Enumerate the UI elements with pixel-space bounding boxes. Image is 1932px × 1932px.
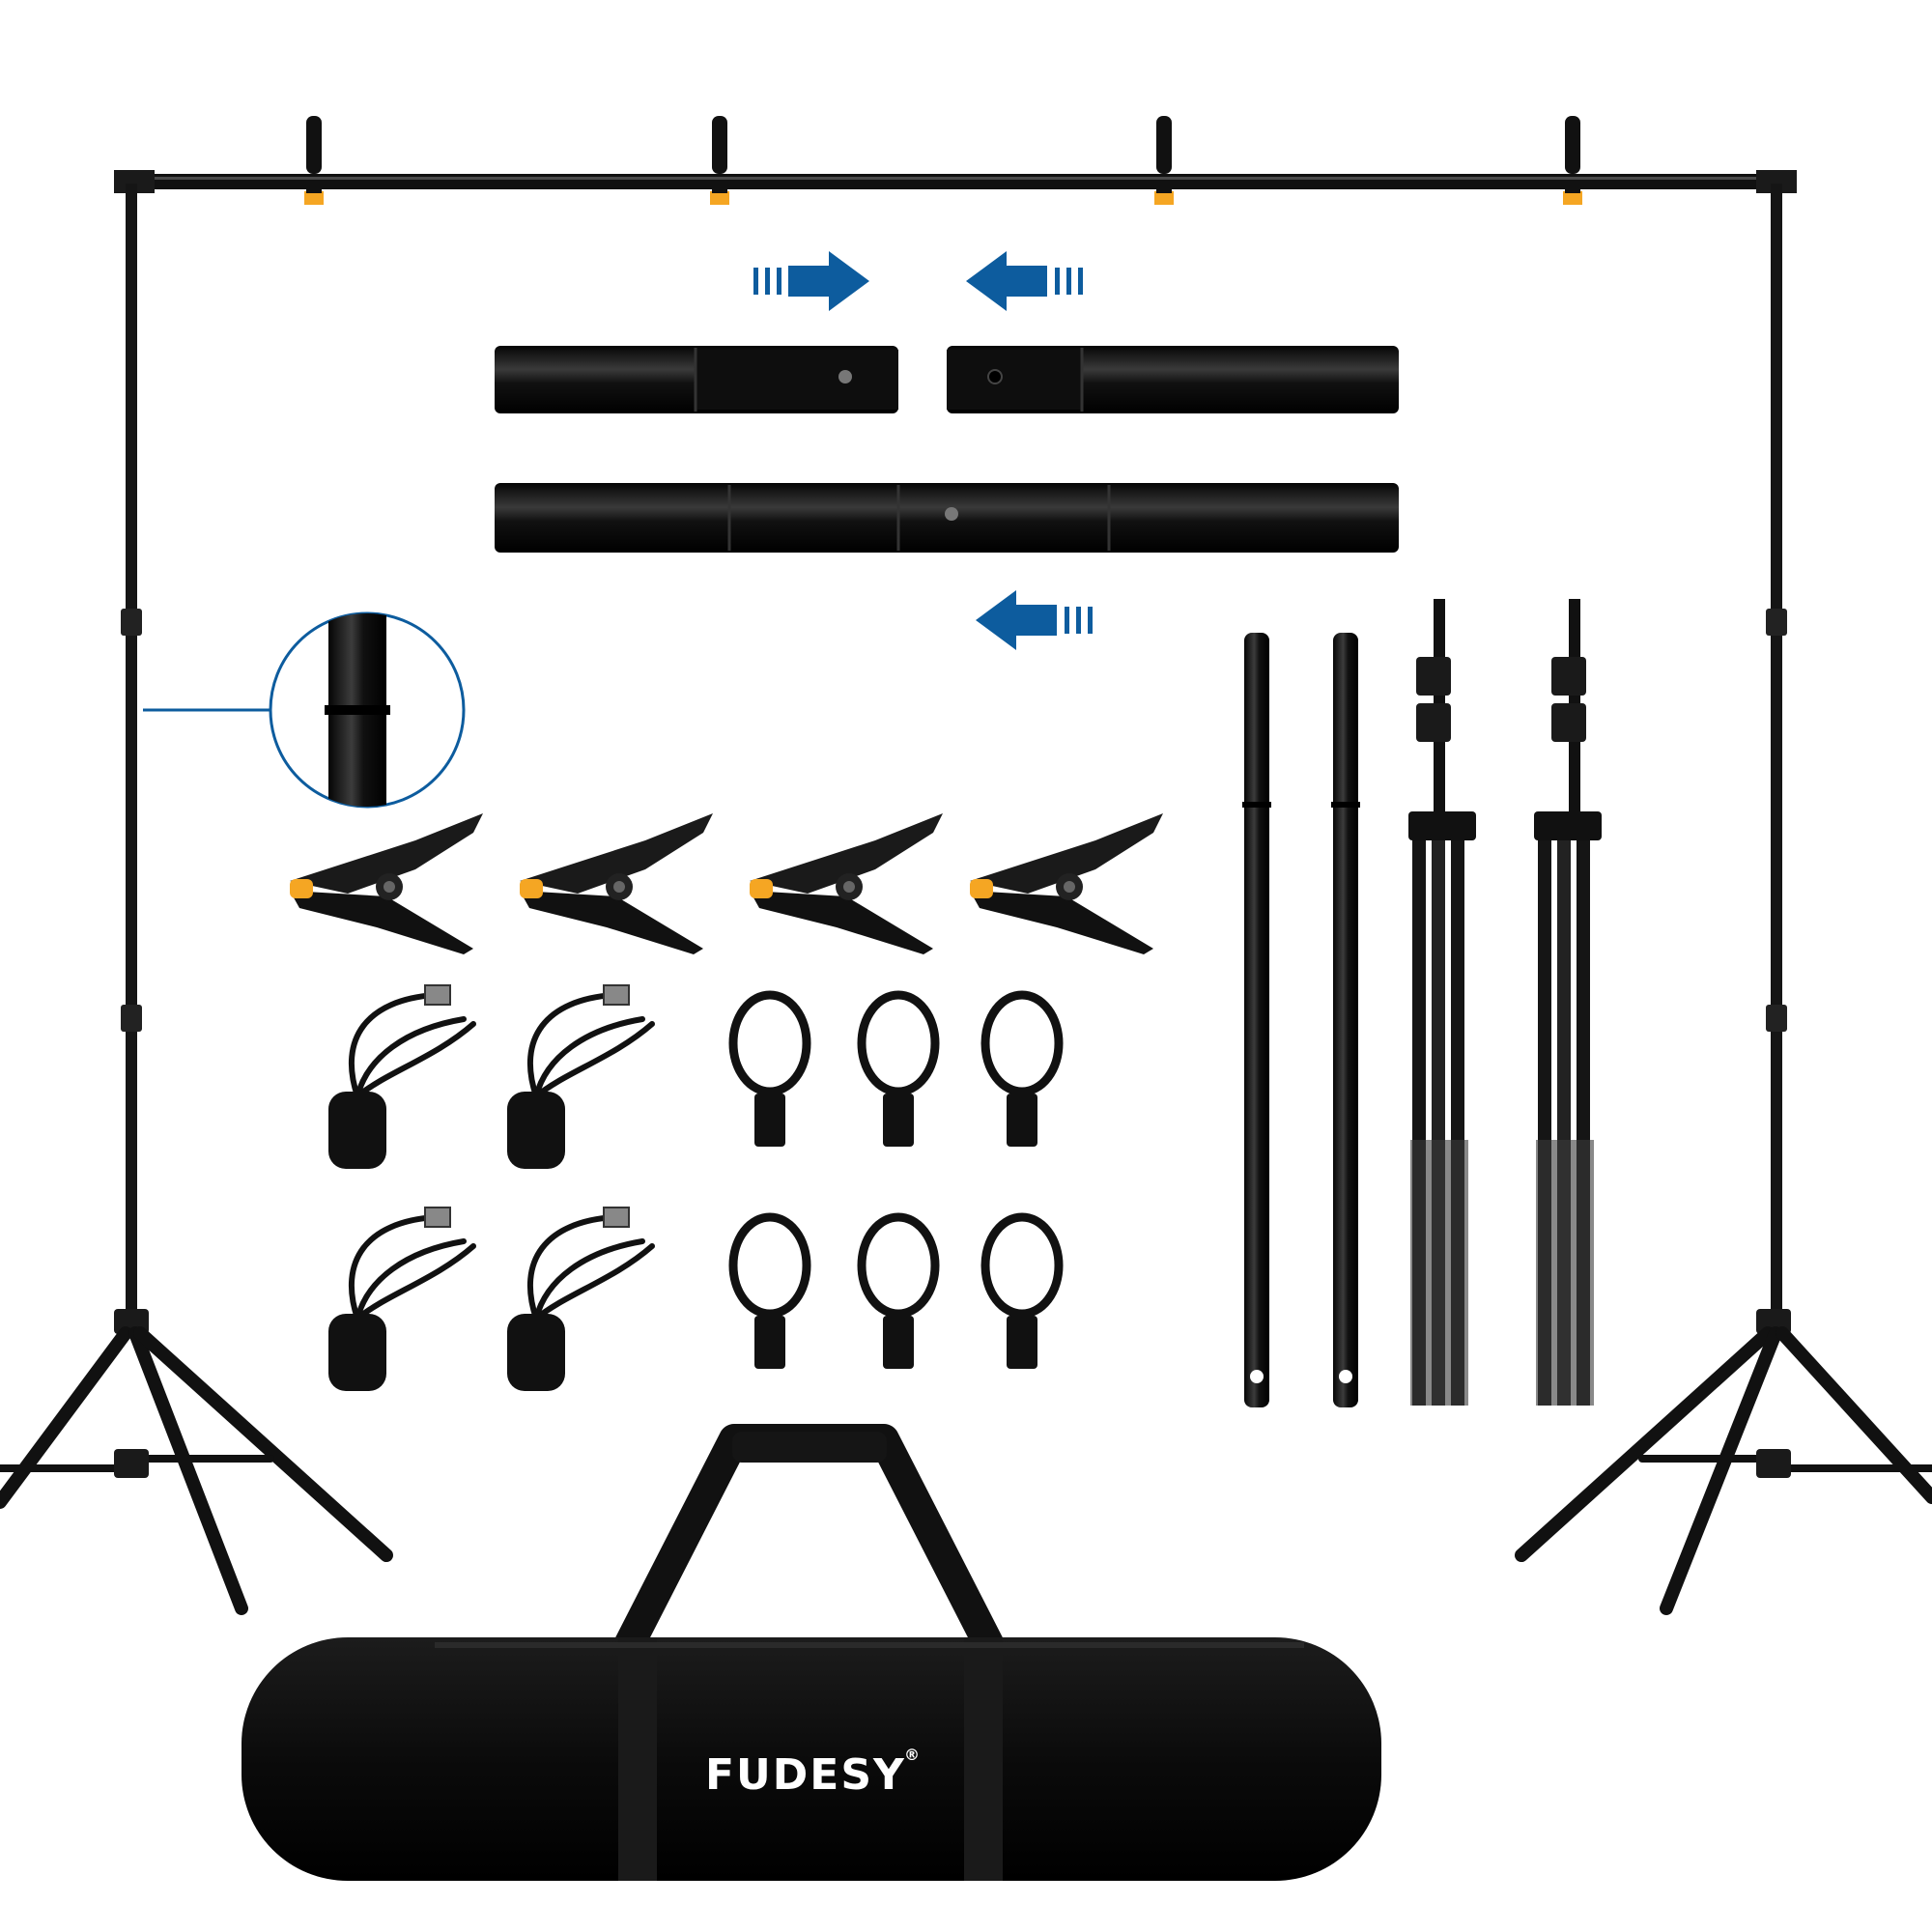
- top-crossbar: [114, 174, 1795, 189]
- upright-poles: [1242, 633, 1360, 1407]
- bungee-clip: [507, 1207, 655, 1391]
- top-bar-clamps: [304, 116, 1582, 205]
- left-tripod: [0, 1309, 393, 1615]
- right-tripod: [1515, 1309, 1932, 1615]
- carry-bag: [242, 1424, 1381, 1881]
- spring-clamp: [520, 813, 713, 954]
- crossbar-assembled: [495, 483, 1399, 553]
- top-clamp: [1563, 116, 1582, 205]
- folded-stand: [1534, 599, 1602, 1406]
- curtain-ring: [980, 990, 1064, 1147]
- curtain-ring: [728, 1212, 811, 1369]
- top-clamp: [1154, 116, 1174, 205]
- curtain-ring: [728, 990, 811, 1147]
- arrow-right-icon: [753, 251, 869, 311]
- curtain-ring: [857, 1212, 940, 1369]
- top-clamp: [710, 116, 729, 205]
- brand-logo: FUDESY: [705, 1750, 906, 1800]
- top-clamp: [304, 116, 324, 205]
- bungee-clips: [328, 984, 655, 1391]
- folded-stand: [1408, 599, 1476, 1406]
- arrow-left-icon: [966, 251, 1083, 311]
- folded-tripod-stands: [1408, 599, 1602, 1406]
- bungee-clip: [328, 984, 476, 1169]
- registered-mark: ®: [904, 1746, 920, 1764]
- spring-clamp: [290, 813, 483, 954]
- spring-clamp: [970, 813, 1163, 954]
- curtain-ring: [980, 1212, 1064, 1369]
- arrow-left-icon: [976, 590, 1093, 650]
- upright-pole: [1331, 633, 1360, 1407]
- upright-pole: [1242, 633, 1271, 1407]
- bungee-clip: [507, 984, 655, 1169]
- bungee-clip: [328, 1207, 476, 1391]
- curtain-rings: [728, 990, 1064, 1369]
- spring-clamp: [750, 813, 943, 954]
- crossbar-section-right: [947, 346, 1399, 413]
- magnifier-detail-icon: [143, 611, 466, 809]
- curtain-ring: [857, 990, 940, 1147]
- left-upright: [126, 184, 137, 1323]
- spring-clamps: [290, 813, 1163, 954]
- crossbar-section-left: [495, 346, 898, 413]
- right-upright: [1771, 184, 1782, 1323]
- backdrop-frame: [0, 116, 1932, 1615]
